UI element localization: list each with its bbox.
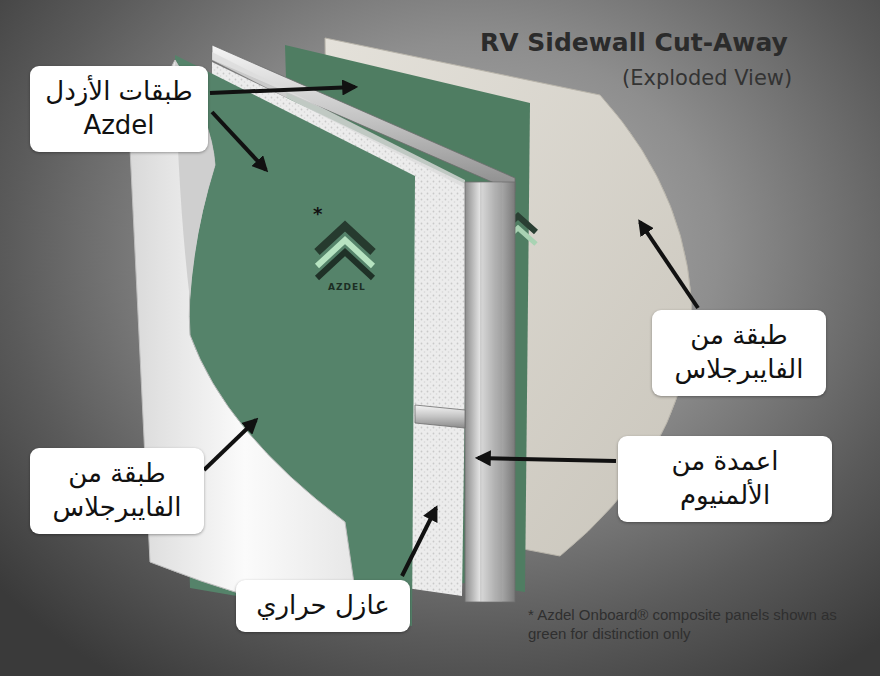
leader-arrow [210, 87, 355, 93]
leader-arrow [478, 458, 616, 461]
label-text: طبقات الأزدل Azdel [42, 75, 196, 143]
footnote: * Azdel Onboard® composite panels shown … [528, 606, 838, 644]
callout-label: اعمدة من الألمنيوم [618, 436, 832, 522]
title: RV Sidewall Cut-Away [480, 28, 788, 57]
logo-text: AZDEL [328, 282, 366, 292]
callout-label: طبقة من الفايبرجلاس [30, 448, 204, 534]
label-text: طبقة من الفايبرجلاس [664, 319, 814, 387]
footnote-mark: * [313, 203, 322, 224]
callout-label: طبقات الأزدل Azdel [30, 66, 208, 152]
label-text: عازل حراري [248, 589, 398, 623]
callout-label: عازل حراري [236, 580, 410, 632]
label-text: اعمدة من الألمنيوم [630, 445, 820, 513]
callout-label: طبقة من الفايبرجلاس [652, 310, 826, 396]
leader-arrow [640, 222, 698, 308]
leader-arrow [204, 420, 256, 470]
label-text: طبقة من الفايبرجلاس [42, 457, 192, 525]
leader-arrow [212, 112, 266, 170]
subtitle: (Exploded View) [622, 66, 792, 90]
leader-arrow [402, 508, 436, 576]
